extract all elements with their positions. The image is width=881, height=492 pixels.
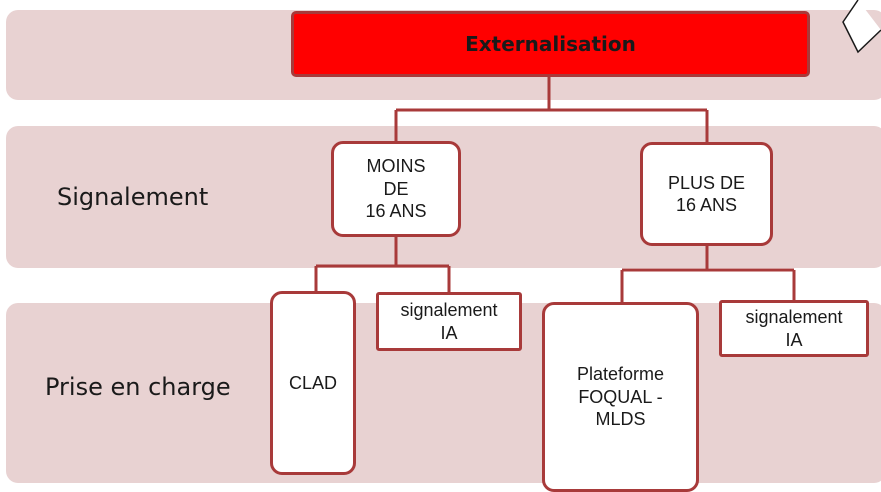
signalement-ia-left-box: signalement IA (376, 292, 522, 351)
plus-de-16-ans-box: PLUS DE 16 ANS (640, 142, 773, 246)
moins-de-16-ans-box: MOINS DE 16 ANS (331, 141, 461, 237)
connector-lines (314, 77, 796, 304)
connector-title-to-age (394, 77, 709, 145)
signalement-ia-right-box: signalement IA (719, 300, 869, 357)
connector-plus-to-handling (620, 244, 796, 304)
plateforme-foqual-mlds-box: Plateforme FOQUAL - MLDS (542, 302, 699, 492)
row-label-signalement: Signalement (57, 183, 209, 211)
pointer-shape-icon (842, 0, 881, 54)
connector-moins-to-handling (314, 234, 451, 293)
row-label-prise-en-charge: Prise en charge (45, 373, 231, 401)
externalisation-title: Externalisation (291, 11, 810, 77)
clad-box: CLAD (270, 291, 356, 475)
